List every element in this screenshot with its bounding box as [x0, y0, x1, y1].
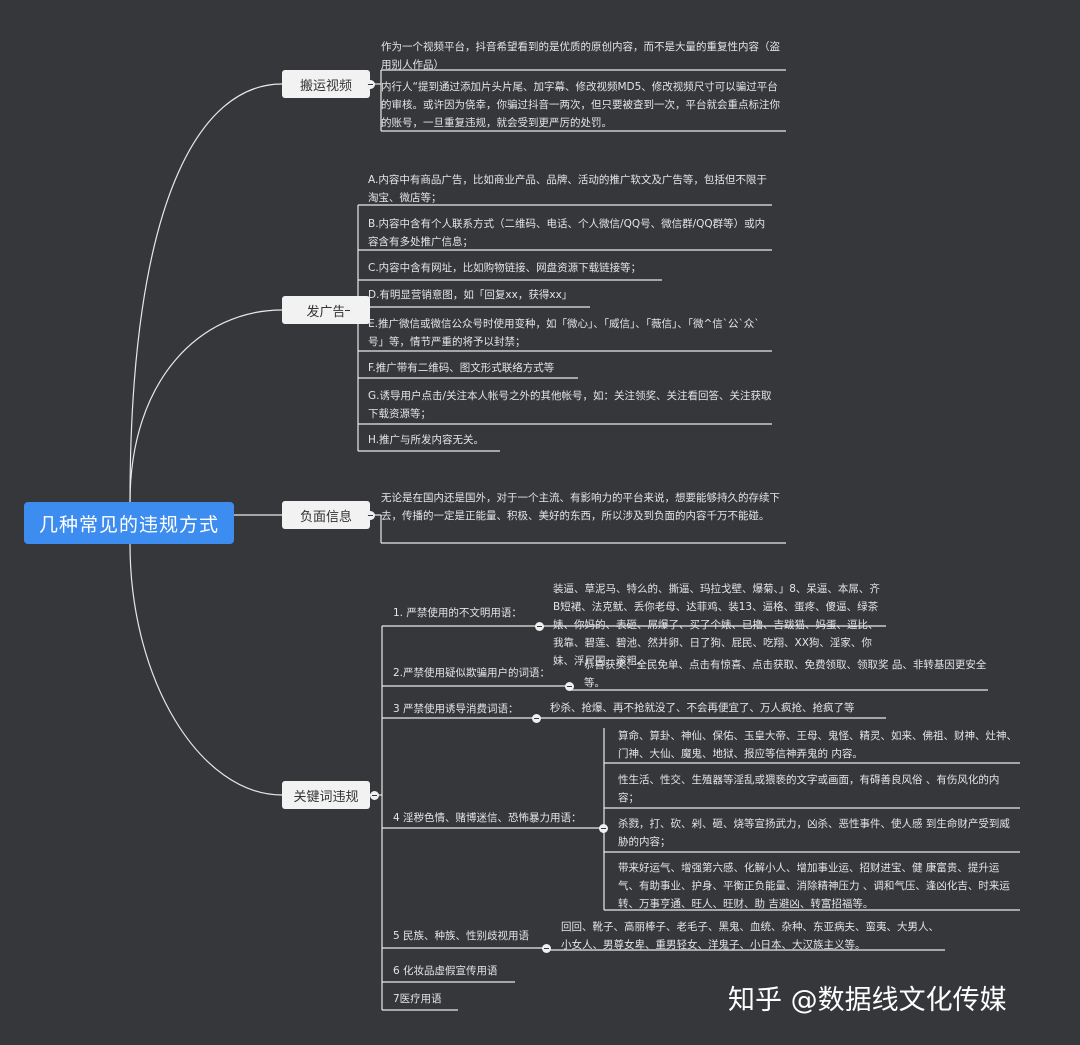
collapse-toggle-icon[interactable] — [565, 682, 574, 691]
leaf-text: 性生活、性交、生殖器等淫乱或猥亵的文字或画面，有碍善良风俗 、有伤风化的内容； — [618, 774, 1000, 804]
collapse-toggle-icon[interactable] — [370, 791, 379, 800]
leaf-text: C.内容中含有网址，比如购物链接、网盘资源下载链接等； — [368, 262, 642, 274]
leaf-text: 恭喜获奖、全民免单、点击有惊喜、点击获取、免费领取、领取奖 品、非转基因更安全等… — [584, 659, 987, 689]
collapse-toggle-icon[interactable] — [532, 714, 541, 723]
leaf-text: 回回、靴子、高丽棒子、老毛子、黑鬼、血统、杂种、东亚病夫、蛮夷、大男人、小女人、… — [561, 921, 939, 951]
root-node[interactable]: 几种常见的违规方式 — [24, 502, 234, 544]
leaf-text: F.推广带有二维码、图文形式联络方式等 — [368, 362, 555, 374]
leaf-text: 杀戮，打、砍、剁、砸、烧等宣扬武力，凶杀、恶性事件、使人感 到生命财产受到威胁的… — [618, 818, 1010, 848]
branch-node-keywords[interactable]: 关键词违规 — [282, 781, 370, 809]
branch-node-move-video[interactable]: 搬运视频 — [282, 70, 370, 98]
branch-node-negative[interactable]: 负面信息 — [282, 501, 370, 529]
watermark: 知乎 @数据线文化传媒 — [728, 985, 1007, 1016]
sub-label: 4 淫秽色情、赌博迷信、恐怖暴力用语： — [393, 812, 582, 824]
leaf-text: 内行人“提到通过添加片头片尾、加字幕、修改视频MD5、修改视频尺寸可以骗过平台的… — [381, 81, 780, 129]
collapse-toggle-icon[interactable] — [535, 622, 544, 631]
link-root-b1 — [129, 83, 283, 503]
sub-label: 1. 严禁使用的不文明用语： — [393, 607, 522, 619]
sub-label: 3 严禁使用诱导消费词语： — [393, 703, 519, 715]
collapse-toggle-icon[interactable] — [366, 511, 375, 520]
root-label: 几种常见的违规方式 — [38, 513, 219, 536]
sub-label: 6 化妆品虚假宣传用语 — [393, 965, 498, 977]
branch-label: 负面信息 — [299, 509, 352, 525]
sub-label: 7医疗用语 — [393, 993, 442, 1005]
leaf-text: 装逼、草泥马、特么的、撕逼、玛拉戈壁、爆菊、」8、呆逼、本屌、齐B短裙、法克鱿、… — [553, 583, 880, 667]
leaf-text: 算命、算卦、神仙、保佑、玉皇大帝、王母、鬼怪、精灵、如来、佛祖、财神、灶神、门神… — [618, 730, 1017, 760]
leaf-text: D.有明显营销意图，如「回复xx，获得xx」 — [368, 289, 573, 301]
branch-label: 搬运视频 — [299, 78, 352, 94]
branch-label: 发广告 — [306, 304, 346, 320]
leaf-text: H.推广与所发内容无关。 — [368, 434, 485, 446]
leaf-text: E.推广微信或微信公众号时使用变种，如「微心」、「威信」、「薇信」、「微^信`公… — [368, 318, 760, 348]
leaf-text: B.内容中含有个人联系方式（二维码、电话、个人微信/QQ号、微信群/QQ群等）或… — [368, 218, 766, 248]
sub-label: 5 民族、种族、性别歧视用语 — [393, 930, 530, 942]
leaf-text: A.内容中有商品广告，比如商业产品、品牌、活动的推广软文及广告等，包括但不限于淘… — [368, 174, 767, 204]
leaf-text: 带来好运气、增强第六感、化解小人、增加事业运、招财进宝、健 康富贵、提升运气、有… — [618, 862, 1010, 910]
link-root-b2 — [129, 309, 283, 503]
collapse-toggle-icon[interactable] — [542, 944, 551, 953]
leaf-text: G.诱导用户点击/关注本人帐号之外的其他帐号，如：关注领奖、关注看回答、关注获取… — [368, 390, 772, 420]
link-root-b4 — [129, 543, 283, 796]
leaf-text: 无论是在国内还是国外，对于一个主流、有影响力的平台来说，想要能够持久的存续下去，… — [381, 492, 780, 522]
leaf-text: 秒杀、抢爆、再不抢就没了、不会再便宜了、万人疯抢、抢疯了等 — [550, 702, 855, 714]
branch-label: 关键词违规 — [293, 789, 359, 805]
leaf-text: 作为一个视频平台，抖音希望看到的是优质的原创内容，而不是大量的重复性内容（盗用别… — [381, 41, 780, 71]
sub-label: 2.严禁使用疑似欺骗用户的词语： — [393, 667, 551, 679]
branch-node-ads[interactable]: 发广告 — [282, 296, 370, 324]
collapse-toggle-icon[interactable] — [599, 824, 608, 833]
collapse-toggle-icon[interactable] — [343, 306, 352, 315]
collapse-toggle-icon[interactable] — [366, 80, 375, 89]
